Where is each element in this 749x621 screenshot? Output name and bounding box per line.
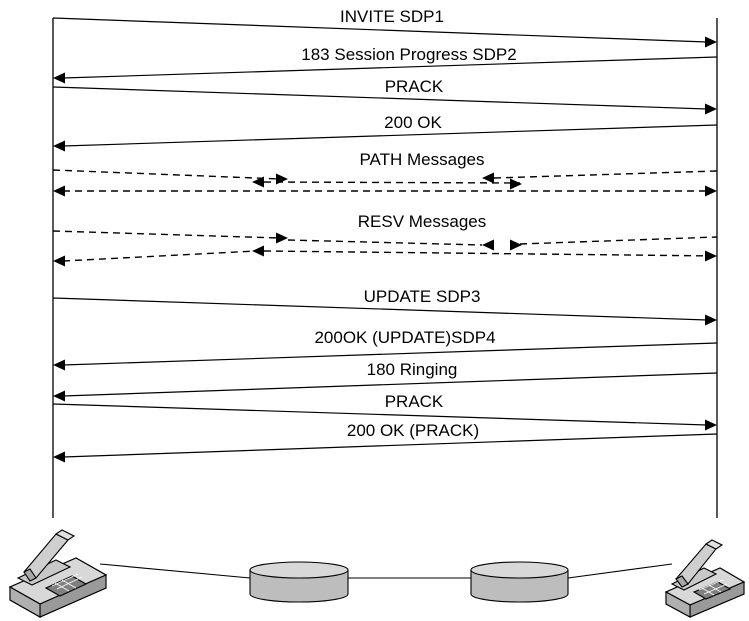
resv-messages: RESV Messages <box>53 212 717 267</box>
prack-ok-label: 200 OK (PRACK) <box>347 421 479 440</box>
path-label: PATH Messages <box>359 150 484 169</box>
update-label: UPDATE SDP3 <box>364 287 481 306</box>
wire-right <box>568 564 672 578</box>
ringing-label: 180 Ringing <box>367 360 458 379</box>
session-progress-label: 183 Session Progress SDP2 <box>301 45 516 64</box>
telephone-icon <box>10 530 106 617</box>
wire-left <box>100 564 250 578</box>
path-messages: PATH Messages <box>53 150 717 197</box>
telephone-icon <box>666 540 744 617</box>
router-icon <box>250 562 348 602</box>
update-ok-label: 200OK (UPDATE)SDP4 <box>314 328 495 347</box>
prack-ok-message: 200 OK (PRACK) <box>53 421 717 463</box>
ok-label-1: 200 OK <box>384 113 442 132</box>
prack-label-2: PRACK <box>385 392 444 411</box>
prack-message-1: PRACK <box>53 77 717 115</box>
invite-message: INVITE SDP1 <box>53 7 717 48</box>
resv-label: RESV Messages <box>358 212 487 231</box>
ok-message-1: 200 OK <box>53 113 717 152</box>
prack-label-1: PRACK <box>385 77 444 96</box>
update-message: UPDATE SDP3 <box>53 287 717 326</box>
router-icon <box>471 562 568 602</box>
invite-label: INVITE SDP1 <box>340 7 444 26</box>
